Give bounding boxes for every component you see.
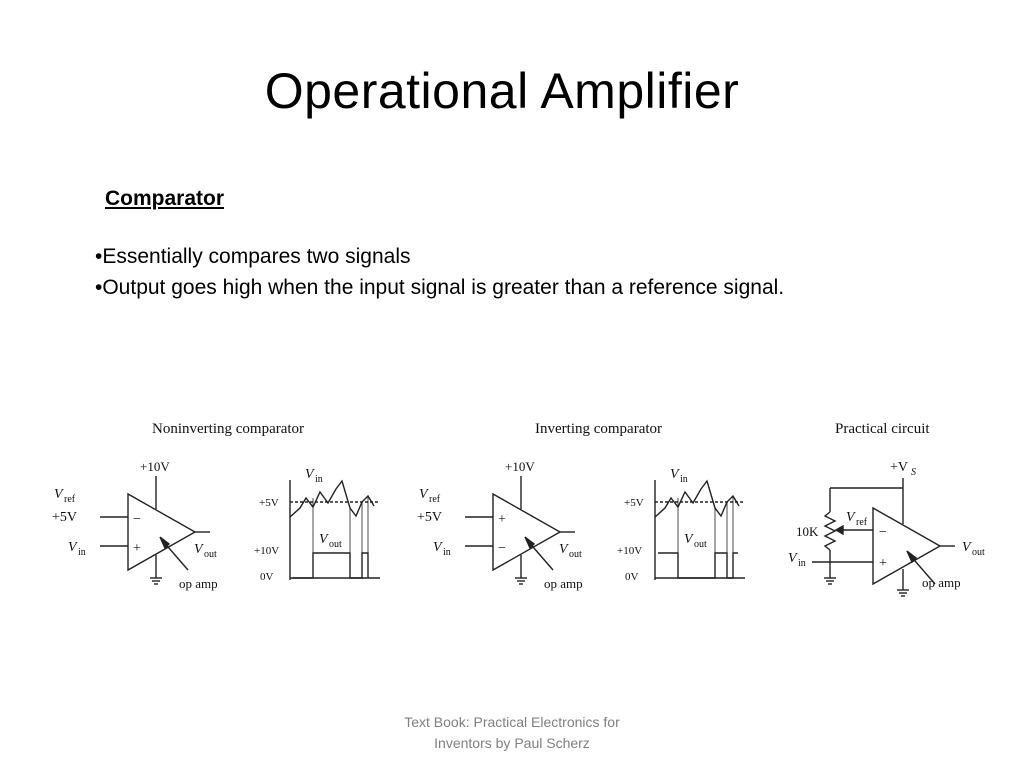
graph-vout-label: V <box>319 532 329 547</box>
vin-sub: in <box>443 547 451 558</box>
graph-level-0v: 0V <box>625 571 639 583</box>
bullet-item: •Output goes high when the input signal … <box>95 276 785 299</box>
plus-terminal: + <box>879 556 887 571</box>
vout-waveform <box>293 552 369 579</box>
supply-label: +10V <box>140 459 170 474</box>
supply-sub: S <box>911 467 916 478</box>
plus-terminal: + <box>498 512 506 527</box>
graph-vout-label: V <box>684 532 694 547</box>
opamp-label: op amp <box>179 576 218 591</box>
noninverting-circuit <box>100 476 210 585</box>
vref-sub: ref <box>64 494 76 505</box>
vin-sub: in <box>78 547 86 558</box>
bullet-item: •Essentially compares two signals <box>95 245 411 268</box>
vin-waveform <box>289 479 375 518</box>
practical-circuit <box>812 478 955 597</box>
plus-terminal: + <box>133 541 141 556</box>
vout-sub: out <box>569 549 582 560</box>
slide-title: Operational Amplifier <box>264 63 740 119</box>
supply-label: +V <box>890 460 908 475</box>
vout-waveform <box>658 552 738 579</box>
vout-sub: out <box>204 549 217 560</box>
graph-vin-label: V <box>670 467 680 482</box>
citation-line: Text Book: Practical Electronics for <box>404 714 620 730</box>
graph-level-0v: 0V <box>260 571 274 583</box>
opamp-label: op amp <box>544 576 583 591</box>
graph-vin-label: V <box>305 467 315 482</box>
opamp-triangle <box>872 506 942 586</box>
vref-sub: ref <box>429 494 441 505</box>
citation-line: Inventors by Paul Scherz <box>434 735 590 751</box>
potentiometer-label: 10K <box>796 524 819 539</box>
vref-label: V <box>419 487 429 502</box>
comparator-heading: Comparator <box>105 187 225 210</box>
supply-label: +10V <box>505 459 535 474</box>
inverting-circuit <box>465 476 575 585</box>
comparator-circuits-figure: Noninverting comparator Inverting compar… <box>52 421 985 597</box>
opamp-label: op amp <box>922 575 961 590</box>
noninverting-graph <box>289 479 380 580</box>
vin-label: V <box>788 551 798 566</box>
vin-sub: in <box>798 558 806 569</box>
graph-level-10v: +10V <box>254 545 279 557</box>
vref-value: +5V <box>52 510 77 525</box>
vin-label: V <box>68 540 78 555</box>
opamp-triangle <box>492 492 562 572</box>
source-citation: Text Book: Practical Electronics for Inv… <box>362 712 662 754</box>
graph-level-5v: +5V <box>259 497 279 509</box>
vout-label: V <box>962 540 972 555</box>
vin-waveform <box>654 479 740 518</box>
vref-label: V <box>54 487 64 502</box>
graph-vin-sub: in <box>680 474 688 485</box>
inverting-caption: Inverting comparator <box>535 421 662 437</box>
graph-vout-sub: out <box>329 539 342 550</box>
graph-level-5v: +5V <box>624 497 644 509</box>
minus-terminal: − <box>879 525 887 540</box>
vout-label: V <box>194 542 204 557</box>
vin-label: V <box>433 540 443 555</box>
vref-label: V <box>846 510 856 525</box>
vref-value: +5V <box>417 510 442 525</box>
noninverting-caption: Noninverting comparator <box>152 421 304 437</box>
bullet-list: •Essentially compares two signals •Outpu… <box>95 241 784 303</box>
graph-vin-sub: in <box>315 474 323 485</box>
practical-caption: Practical circuit <box>835 421 930 437</box>
graph-level-10v: +10V <box>617 545 642 557</box>
minus-terminal: − <box>498 541 506 556</box>
graph-vout-sub: out <box>694 539 707 550</box>
vout-label: V <box>559 542 569 557</box>
inverting-graph <box>654 479 745 580</box>
opamp-triangle <box>127 492 197 572</box>
vref-sub: ref <box>856 517 868 528</box>
minus-terminal: − <box>133 512 141 527</box>
potentiometer <box>823 511 837 551</box>
vout-sub: out <box>972 547 985 558</box>
